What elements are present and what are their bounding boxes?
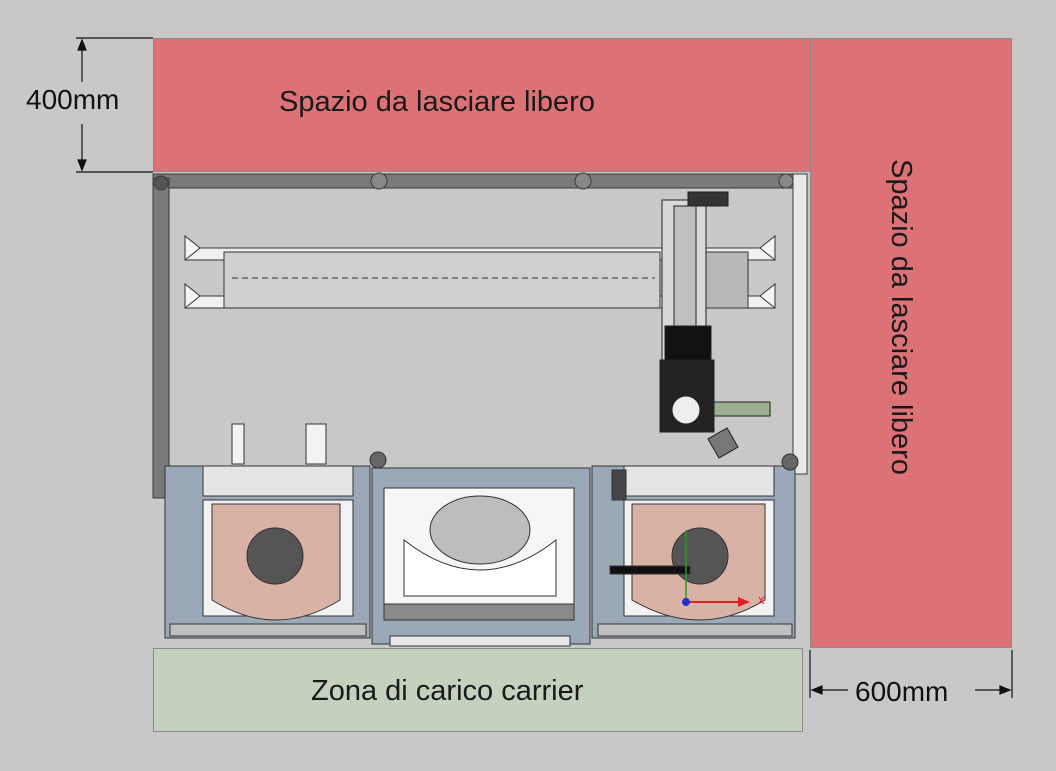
- right-dimension-lines: [809, 650, 1013, 698]
- top-dimension-lines: [76, 37, 153, 173]
- top-clearance-dimension: 400mm: [26, 84, 120, 115]
- right-clearance-dimension: 600mm: [855, 676, 949, 707]
- frame-rails: [152, 172, 808, 499]
- loading-zone-label: Zona di carico carrier: [311, 675, 584, 707]
- top-free-space-zone: Spazio da lasciare libero: [153, 38, 810, 172]
- center-station: [369, 451, 591, 647]
- top-free-space-label: Spazio da lasciare libero: [279, 86, 595, 118]
- x-axis-label: x: [758, 592, 765, 607]
- left-station: [164, 423, 371, 639]
- linear-conveyor: [184, 234, 776, 310]
- right-station: [591, 453, 799, 639]
- right-free-space-zone: Spazio da lasciare libero: [810, 38, 1012, 648]
- loading-zone: Zona di carico carrier: [153, 648, 803, 732]
- coordinate-axes: [682, 530, 750, 607]
- gantry-arm: [659, 191, 771, 459]
